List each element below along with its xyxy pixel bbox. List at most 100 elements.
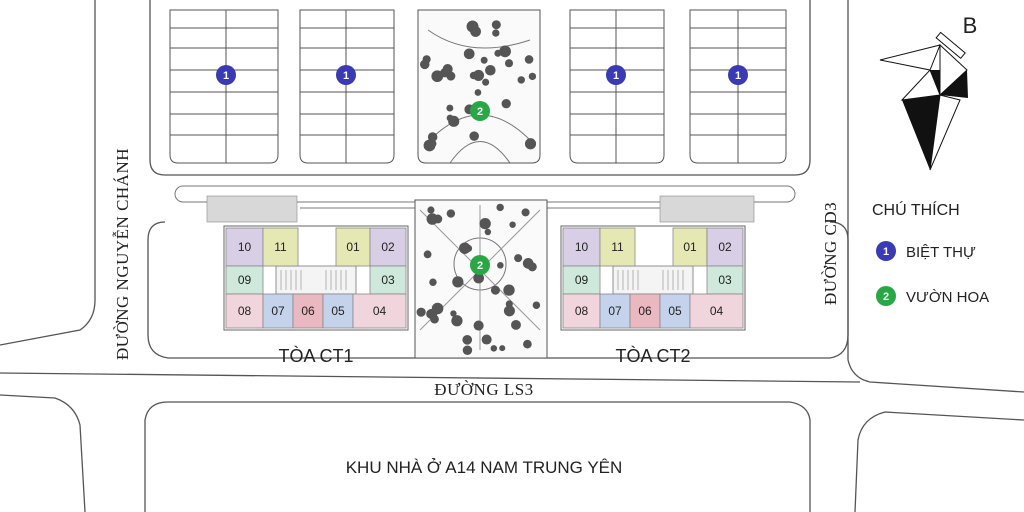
legend-item-label: BIỆT THỰ (906, 244, 976, 261)
apartment-unit-label: 10 (575, 240, 589, 254)
tree-icon (463, 48, 475, 60)
tree-icon (426, 213, 439, 225)
tree-icon (470, 26, 481, 37)
tree-icon (446, 104, 454, 112)
road-label-right: ĐƯỜNG CD3 (821, 202, 840, 305)
apartment-unit-label: 04 (710, 304, 724, 318)
tower-ct2-label: TÒA CT2 (615, 345, 690, 366)
tree-icon (442, 64, 453, 75)
tree-icon (450, 310, 457, 317)
svg-text:2: 2 (477, 260, 483, 272)
apartment-unit-label: 10 (238, 240, 252, 254)
apartment-unit-label: 01 (683, 240, 697, 254)
tree-icon (527, 262, 537, 272)
apartment-unit-label: 05 (331, 304, 345, 318)
tree-icon (517, 76, 525, 84)
apartment-unit-label: 07 (608, 304, 622, 318)
apartment-unit (562, 265, 601, 295)
apartment-unit (706, 265, 744, 295)
tree-icon (430, 314, 439, 324)
apartment-unit-label: 02 (381, 240, 395, 254)
tree-icon (499, 45, 511, 58)
apartment-unit-label: 01 (346, 240, 360, 254)
legend-title: CHÚ THÍCH (872, 200, 960, 219)
tree-icon (452, 276, 464, 288)
zone-label-south: KHU NHÀ Ở A14 NAM TRUNG YÊN (346, 458, 623, 477)
tree-icon (484, 228, 492, 236)
tree-icon (501, 98, 511, 109)
garden-marker-icon (470, 101, 490, 121)
apartment-unit-label: 03 (381, 273, 395, 287)
tree-icon (469, 71, 478, 80)
tree-icon (481, 334, 492, 345)
tree-icon (485, 64, 496, 76)
tree-icon (490, 285, 500, 295)
garden-middle (414, 199, 548, 359)
tree-icon (503, 284, 515, 296)
apartment-unit-label: 05 (668, 304, 682, 318)
tree-icon (480, 56, 488, 64)
tree-icon (492, 29, 500, 37)
apartment-unit (225, 293, 264, 329)
tree-icon (429, 278, 437, 286)
apartment-unit-label: 09 (575, 273, 589, 287)
tower-ct1-label: TÒA CT1 (278, 345, 353, 366)
apartment-unit-label: 02 (718, 240, 732, 254)
tree-icon (473, 320, 484, 331)
tree-icon (473, 272, 485, 284)
svg-text:1: 1 (343, 70, 349, 82)
tree-icon (427, 132, 438, 142)
apartment-unit-label: 06 (638, 304, 652, 318)
svg-text:1: 1 (883, 246, 889, 258)
tree-icon (482, 78, 490, 86)
apartment-unit (629, 293, 661, 329)
apartment-unit (322, 293, 354, 329)
apartment-unit (262, 293, 294, 329)
tree-icon (462, 345, 473, 355)
tree-icon (532, 301, 541, 309)
tree-icon (511, 319, 521, 330)
garden-marker-icon (876, 286, 896, 306)
tree-icon (459, 242, 471, 254)
apartment-unit (689, 293, 744, 329)
tree-icon (509, 221, 516, 228)
tree-icon (416, 307, 426, 317)
apartment-unit (352, 293, 407, 329)
villa-marker-icon (728, 65, 748, 85)
tree-icon (469, 131, 479, 141)
garden-marker-icon (470, 255, 490, 275)
apartment-unit (706, 227, 744, 267)
svg-text:2: 2 (477, 106, 483, 118)
compass-letter: B (963, 13, 978, 38)
apartment-unit-label: 08 (238, 304, 252, 318)
villa-marker-icon (216, 65, 236, 85)
apartment-unit (369, 227, 407, 267)
legend-item-label: VƯỜN HOA (906, 289, 989, 306)
svg-text:1: 1 (735, 70, 741, 82)
apartment-unit (335, 227, 371, 267)
tree-icon (474, 89, 482, 96)
tree-icon (427, 206, 435, 214)
apartment-unit-label: 04 (373, 304, 387, 318)
tree-icon (499, 345, 506, 352)
apartment-unit (562, 293, 601, 329)
apartment-unit (672, 227, 708, 267)
tree-icon (423, 250, 432, 259)
tree-icon (451, 315, 463, 327)
tree-icon (504, 59, 514, 68)
apartment-unit-label: 03 (718, 273, 732, 287)
villa-block-4 (689, 9, 787, 164)
villa-block-3 (569, 9, 665, 164)
svg-text:2: 2 (883, 291, 889, 303)
apartment-unit-label: 07 (271, 304, 285, 318)
tower-bases (206, 195, 755, 223)
villa-marker-icon (606, 65, 626, 85)
garden-top (417, 9, 541, 164)
tree-icon (479, 217, 491, 230)
apartment-unit-label: 08 (575, 304, 589, 318)
